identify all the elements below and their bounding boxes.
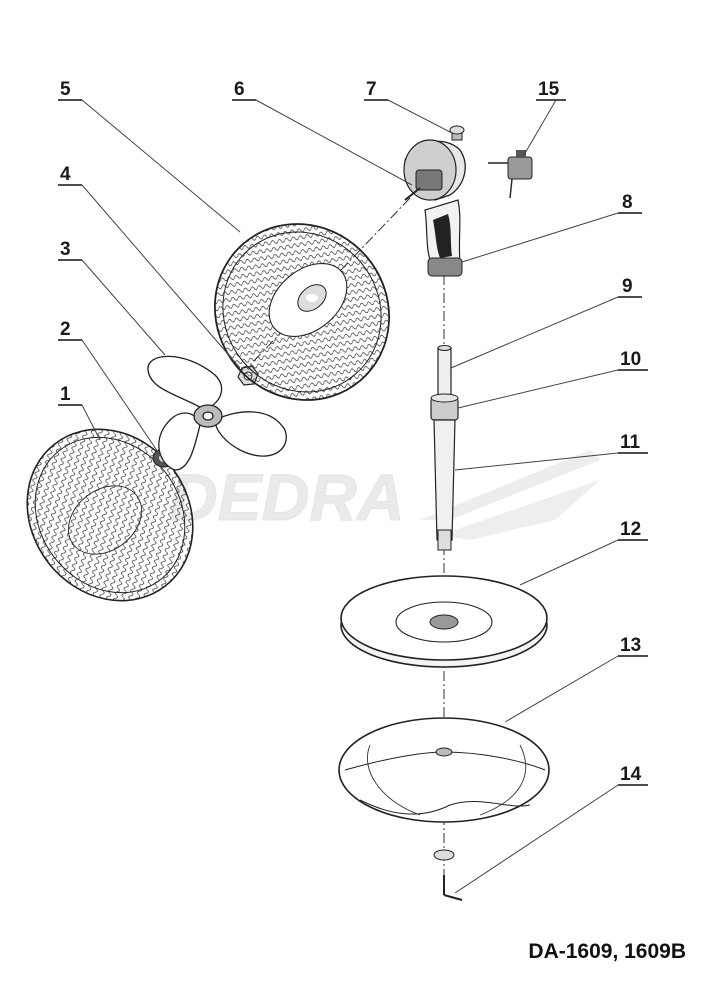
model-number-label: DA-1609, 1609B — [528, 940, 686, 963]
base-screw — [433, 849, 463, 901]
part-number-12: 12 — [620, 519, 641, 540]
watermark-text: DEDRA — [170, 460, 405, 534]
part-number-11: 11 — [620, 432, 641, 453]
speed-switch — [488, 150, 533, 199]
part-number-3: 3 — [60, 239, 71, 260]
part-number-14: 14 — [620, 764, 642, 785]
part-number-labels: 1 2 3 4 5 6 7 8 9 10 11 12 13 14 15 — [60, 79, 642, 785]
base-plate — [340, 575, 548, 668]
part-number-6: 6 — [234, 79, 245, 100]
part-number-10: 10 — [620, 349, 641, 370]
part-number-15: 15 — [538, 79, 560, 100]
rear-grille — [213, 223, 391, 401]
part-number-4: 4 — [60, 164, 71, 185]
part-number-9: 9 — [622, 276, 633, 297]
part-number-7: 7 — [366, 79, 377, 100]
inner-pole — [437, 345, 452, 399]
base-cover — [338, 717, 550, 823]
oscillation-knob — [449, 125, 465, 141]
fan-blade — [147, 355, 287, 471]
part-number-8: 8 — [622, 192, 633, 213]
watermark-logo: DEDRA — [170, 450, 600, 540]
part-number-5: 5 — [60, 79, 71, 100]
height-collar — [430, 393, 459, 421]
outer-pole — [433, 419, 456, 551]
part-number-1: 1 — [60, 384, 71, 405]
motor-housing — [403, 139, 466, 277]
part-number-2: 2 — [60, 319, 71, 340]
part-number-13: 13 — [620, 635, 641, 656]
leader-lines — [58, 99, 648, 894]
front-grille — [26, 428, 194, 602]
